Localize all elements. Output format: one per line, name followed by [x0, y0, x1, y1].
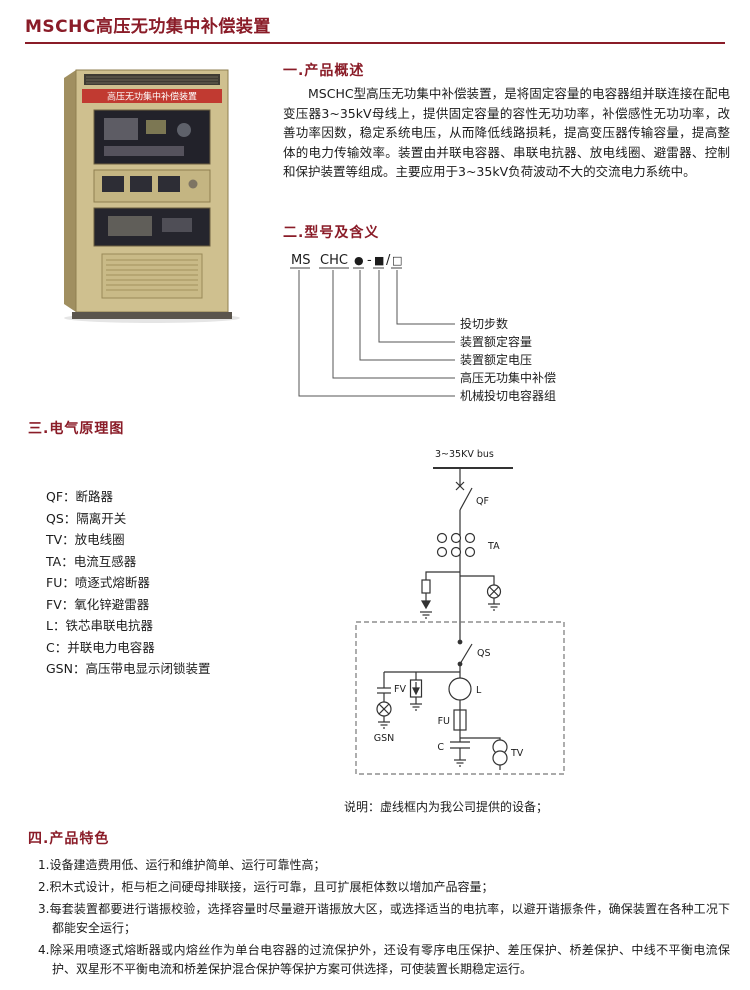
feature-item: 3.每套装置都要进行谐振校验，选择容量时尽量避开谐振放大区，或选择适当的电抗率，… — [38, 902, 730, 935]
fv-label: FV — [394, 684, 406, 695]
fv-arrester-symbol — [409, 672, 423, 711]
dashed-scope-box — [355, 621, 565, 775]
cabinet-instrument-strip — [93, 169, 211, 203]
gsn-display-symbol — [376, 672, 392, 729]
fu-label: FU — [438, 716, 450, 727]
aux-fuse-branch — [420, 571, 460, 619]
cabinet-base — [72, 312, 232, 319]
designation-labels: 投切步数 装置额定容量 装置额定电压 高压无功集中补偿 机械投切电容器组 — [460, 316, 556, 403]
section-heading-overview: 一.产品概述 — [283, 63, 365, 79]
feature-item: 4.除采用喷逐式熔断器或内熔丝作为单台电容器的过流保护外，还设有零序电压保护、差… — [38, 943, 730, 976]
fu-fuse-symbol — [453, 709, 467, 731]
feature-item: 1.设备建造费用低、运行和维护简单、运行可靠性高； — [38, 858, 326, 872]
tv-discharge-coil-symbol — [460, 737, 508, 770]
designation-label-bank: 机械投切电容器组 — [460, 388, 556, 403]
designation-label-hv-comp: 高压无功集中补偿 — [460, 370, 556, 385]
legend-item: TA：电流互感器 — [46, 553, 137, 569]
l-reactor-symbol — [448, 677, 472, 701]
legend-item: QF：断路器 — [46, 489, 114, 504]
features-list: 1.设备建造费用低、运行和维护简单、运行可靠性高； 2.积木式设计，柜与柜之间硬母… — [38, 856, 730, 982]
designation-label-capacity: 装置额定容量 — [460, 334, 532, 349]
cabinet-banner-text: 高压无功集中补偿装置 — [107, 91, 197, 103]
l-label: L — [476, 685, 482, 696]
section-heading-features: 四.产品特色 — [28, 831, 110, 847]
cabinet-lower-vent — [101, 253, 203, 299]
legend-item: FV：氧化锌避雷器 — [46, 596, 150, 612]
model-code-svg: MS CHC ● - ■ / □ — [290, 253, 556, 403]
schematic-note: 说明：虚线框内为我公司提供的设备； — [344, 800, 549, 814]
code-part-dash: - — [367, 253, 372, 268]
designation-callout-lines — [298, 270, 455, 397]
designation-label-voltage: 装置额定电压 — [460, 352, 532, 367]
code-part-chc: CHC — [320, 253, 348, 268]
qf-label: QF — [476, 496, 489, 507]
ta-ct-symbols — [436, 532, 476, 558]
circuit-diagram: 3~35KV bus QF TA QS FV L FU C TV GSN — [338, 444, 582, 796]
legend-item: TV：放电线圈 — [46, 532, 125, 547]
bus-label: 3~35KV bus — [435, 449, 494, 460]
code-part-ms: MS — [291, 253, 310, 268]
cabinet-top-vent — [84, 74, 220, 85]
product-photo: 高压无功集中补偿装置 — [52, 60, 242, 325]
legend-item: GSN：高压带电显示闭锁装置 — [46, 661, 211, 676]
c-capacitor-symbol — [450, 738, 470, 767]
aux-indicator-branch — [460, 575, 502, 611]
section-heading-model: 二.型号及含义 — [283, 225, 380, 241]
code-part-box: □ — [392, 254, 402, 267]
model-designation-diagram: MS CHC ● - ■ / □ — [283, 246, 730, 418]
overview-paragraph: MSCHC型高压无功集中补偿装置，是将固定容量的电容器组并联连接在配电变压器3~… — [283, 86, 730, 179]
code-part-slash: / — [386, 253, 391, 268]
legend-item: QS：隔离开关 — [46, 510, 127, 526]
designation-label-steps: 投切步数 — [460, 316, 508, 331]
feature-item: 2.积木式设计，柜与柜之间硬母排联接，运行可靠，且可扩展柜体数以增加产品容量； — [38, 880, 494, 894]
schematic-legend: QF：断路器 QS：隔离开关 TV：放电线圈 TA：电流互感器 FU：喷逐式熔断器 FV：… — [46, 486, 210, 680]
cabinet-illustration: 高压无功集中补偿装置 — [52, 60, 242, 325]
section-heading-schematic: 三.电气原理图 — [28, 421, 125, 437]
cabinet-upper-window — [93, 109, 211, 165]
model-code-parts: MS CHC ● - ■ / □ — [291, 253, 402, 268]
page-title: MSCHC高压无功集中补偿装置 — [25, 17, 271, 37]
cabinet-side-face — [64, 70, 76, 312]
gsn-label: GSN — [374, 733, 395, 744]
circuit-svg: 3~35KV bus QF TA QS FV L FU C TV GSN — [355, 449, 565, 775]
ta-label: TA — [487, 541, 500, 552]
code-part-dot: ● — [354, 254, 364, 267]
qs-disconnector-symbol — [457, 639, 473, 667]
circuit-labels: 3~35KV bus QF TA QS FV L FU C TV GSN — [374, 449, 524, 759]
c-label: C — [437, 742, 444, 753]
qf-breaker-symbol — [455, 481, 473, 511]
cabinet-middle-window — [93, 207, 211, 247]
qs-label: QS — [477, 648, 491, 659]
tv-label: TV — [510, 748, 524, 759]
cabinet-name-banner: 高压无功集中补偿装置 — [82, 89, 222, 103]
legend-item: L：铁芯串联电抗器 — [46, 618, 153, 633]
legend-item: FU：喷逐式熔断器 — [46, 575, 150, 590]
code-part-square: ■ — [374, 254, 384, 267]
title-divider — [25, 42, 725, 44]
legend-item: C：并联电力电容器 — [46, 639, 155, 655]
